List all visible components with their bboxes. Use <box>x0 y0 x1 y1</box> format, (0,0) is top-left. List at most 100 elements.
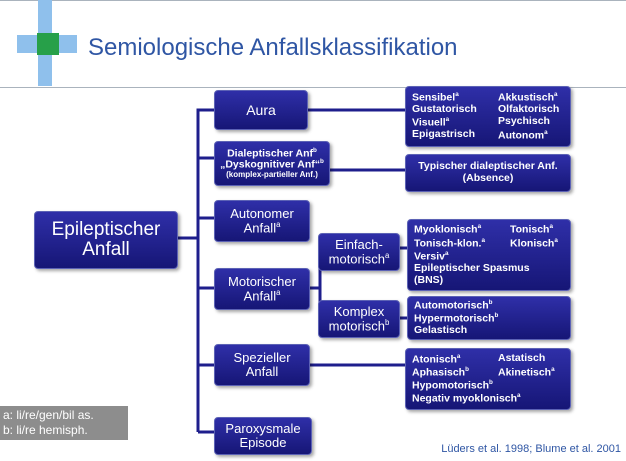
category-aura: Aura <box>214 90 308 130</box>
einfach-item-tonisch-klon-sup: a <box>481 236 485 244</box>
category-speziell: Spezieller Anfall <box>214 344 310 386</box>
slide-title: Semiologische Anfallsklassifikation <box>88 34 458 61</box>
komplex-item-1: Automotorischb <box>414 299 493 312</box>
root-epileptischer-anfall: Epileptischer Anfall <box>34 211 178 269</box>
motorisch-sup: a <box>276 287 281 297</box>
leaf-dialeptisch-line-2: (Absence) <box>462 172 514 184</box>
speziell-item-aphasisch: Aphasisch <box>412 366 466 379</box>
einfach-item-myoklonisch-sup: a <box>477 223 482 231</box>
leaf-dialeptisch-line-1: Typischer dialeptischer Anf. <box>418 160 558 173</box>
dialeptisch-line-2: „Dyskognitiver Anf“b <box>220 158 324 171</box>
speziell-item-akinetisch: Akinetisch <box>498 366 552 379</box>
einfach-item-myoklonisch: Myoklonisch <box>414 223 478 236</box>
aura-item-akkustisch-sup: a <box>554 90 558 98</box>
footnote-legend: a: li/re/gen/bil as. b: li/re hemisph. <box>0 406 128 440</box>
autonom-sup: a <box>276 219 281 229</box>
aura-row-1-right: Akkustischa <box>498 91 558 104</box>
header-bottom-line <box>0 87 626 88</box>
logo-green-square <box>37 33 59 55</box>
einfach-item-tonisch-klon: Tonisch-klon. <box>414 237 482 250</box>
root-line-2: Anfall <box>82 239 130 260</box>
aura-item-psychisch: Psychisch <box>498 114 550 127</box>
citation: Lüders et al. 1998; Blume et al. 2001 <box>441 443 621 455</box>
aura-item-sensibel: Sensibel <box>412 91 456 104</box>
speziell-line-3: Hypomotorischb <box>412 379 493 392</box>
speziell-row-2-right: Akinetischa <box>498 366 555 379</box>
dialeptisch-line-1: Dialeptischer Anfb <box>227 146 317 160</box>
einfach-row-1-right: Tonischa <box>510 223 553 236</box>
speziell-item-negativ-myoklonisch-sup: a <box>517 392 521 400</box>
aura-item-akkustisch: Akkustisch <box>498 91 555 104</box>
footnote-line-2: b: li/re hemisph. <box>3 423 88 437</box>
einfach-item-tonisch: Tonisch <box>510 223 550 236</box>
aura-row-3-left: Visuella <box>412 116 498 129</box>
footnote-line-1: a: li/re/gen/bil as. <box>3 408 94 422</box>
einfach-line-1: Einfach- <box>335 237 383 253</box>
motorisch-line-2: Anfalla <box>243 287 281 304</box>
einfach-line-2: motorischa <box>328 251 390 267</box>
komplex-item-3: Gelastisch <box>414 324 468 337</box>
aura-item-visuell: Visuell <box>412 116 446 129</box>
komplex-line-2: motorischb <box>328 317 390 334</box>
speziell-line-4: Negativ myoklonischa <box>412 392 521 405</box>
leaf-komplex-list: Automotorischb Hypermotorisch b Gelastisc… <box>407 296 571 340</box>
paroxysmal-line-1: Paroxysmale <box>225 421 301 437</box>
speziell-item-negativ-myoklonisch: Negativ myoklonisch <box>412 392 518 405</box>
aura-item-olfaktorisch: Olfaktorisch <box>498 103 560 115</box>
slide-header: Semiologische Anfallsklassifikation <box>0 0 626 88</box>
paroxysmal-line-2: Episode <box>239 435 287 450</box>
komplex-sup: b <box>385 317 390 327</box>
einfach-item-versiv: Versiv <box>414 250 445 263</box>
autonom-line-1: Autonomer <box>230 206 294 222</box>
dialeptisch-sup-1: b <box>313 146 317 154</box>
leaf-dialeptisch: Typischer dialeptischer Anf. (Absence) <box>405 154 571 192</box>
speziell-item-hypomotorisch-sup: b <box>489 379 493 386</box>
einfach-row-1-left: Myoklonischa <box>414 223 510 236</box>
komplex-item-hypermotorisch: Hypermotorisch <box>414 312 495 325</box>
aura-item-autonom: Autonom <box>498 129 545 142</box>
aura-item-epigastrisch: Epigastrisch <box>412 128 476 140</box>
speziell-item-astatisch: Astatisch <box>498 351 546 364</box>
einfach-item-klonisch: Klonisch <box>510 237 555 250</box>
motorisch-line-1: Motorischer <box>228 274 296 290</box>
aura-row-4: Epigastrisch Autonoma <box>412 128 548 142</box>
autonom-line-2-text: Anfall <box>243 220 277 236</box>
speziell-item-aphasisch-sup: b <box>465 365 469 373</box>
dialeptisch-sup-2: b <box>320 158 324 166</box>
einfach-line-2-text: motorisch <box>328 251 385 267</box>
komplex-item-automotorisch-sup: b <box>488 298 493 306</box>
speziell-row-2-left: Aphasischb <box>412 366 498 379</box>
komplex-item-automotorisch: Automotorisch <box>414 299 489 312</box>
speziell-row-1-left: Atonischa <box>412 353 498 366</box>
speziell-item-atonisch: Atonisch <box>412 353 457 365</box>
komplex-line-1: Komplex <box>333 304 385 320</box>
einfach-line-3: Versiva <box>414 250 448 263</box>
autonom-line-2: Anfalla <box>243 219 281 236</box>
category-motorisch: Motorischer Anfalla <box>214 268 310 310</box>
einfach-line-5: (BNS) <box>414 273 444 286</box>
einfach-item-tonisch-sup: a <box>549 223 553 231</box>
motorisch-line-2-text: Anfall <box>243 288 277 304</box>
subcategory-einfach-motorisch: Einfach- motorischa <box>318 233 400 271</box>
speziell-item-hypomotorisch: Hypomotorisch <box>412 379 490 392</box>
aura-row-4-right: Autonoma <box>498 129 548 142</box>
header-top-line <box>0 0 626 1</box>
einfach-item-klonisch-sup: a <box>554 236 558 244</box>
category-paroxysmal: Paroxysmale Episode <box>214 417 312 455</box>
speziell-line-2: Anfall <box>245 364 279 379</box>
komplex-line-2-text: motorisch <box>328 318 385 334</box>
speziell-line-1: Spezieller <box>233 350 291 366</box>
aura-item-autonom-sup: a <box>544 129 548 136</box>
speziell-item-atonisch-sup: a <box>456 352 461 360</box>
subcategory-komplex-motorisch: Komplex motorischb <box>318 300 400 338</box>
einfach-line-4: Epileptischer Spasmus <box>414 262 530 275</box>
